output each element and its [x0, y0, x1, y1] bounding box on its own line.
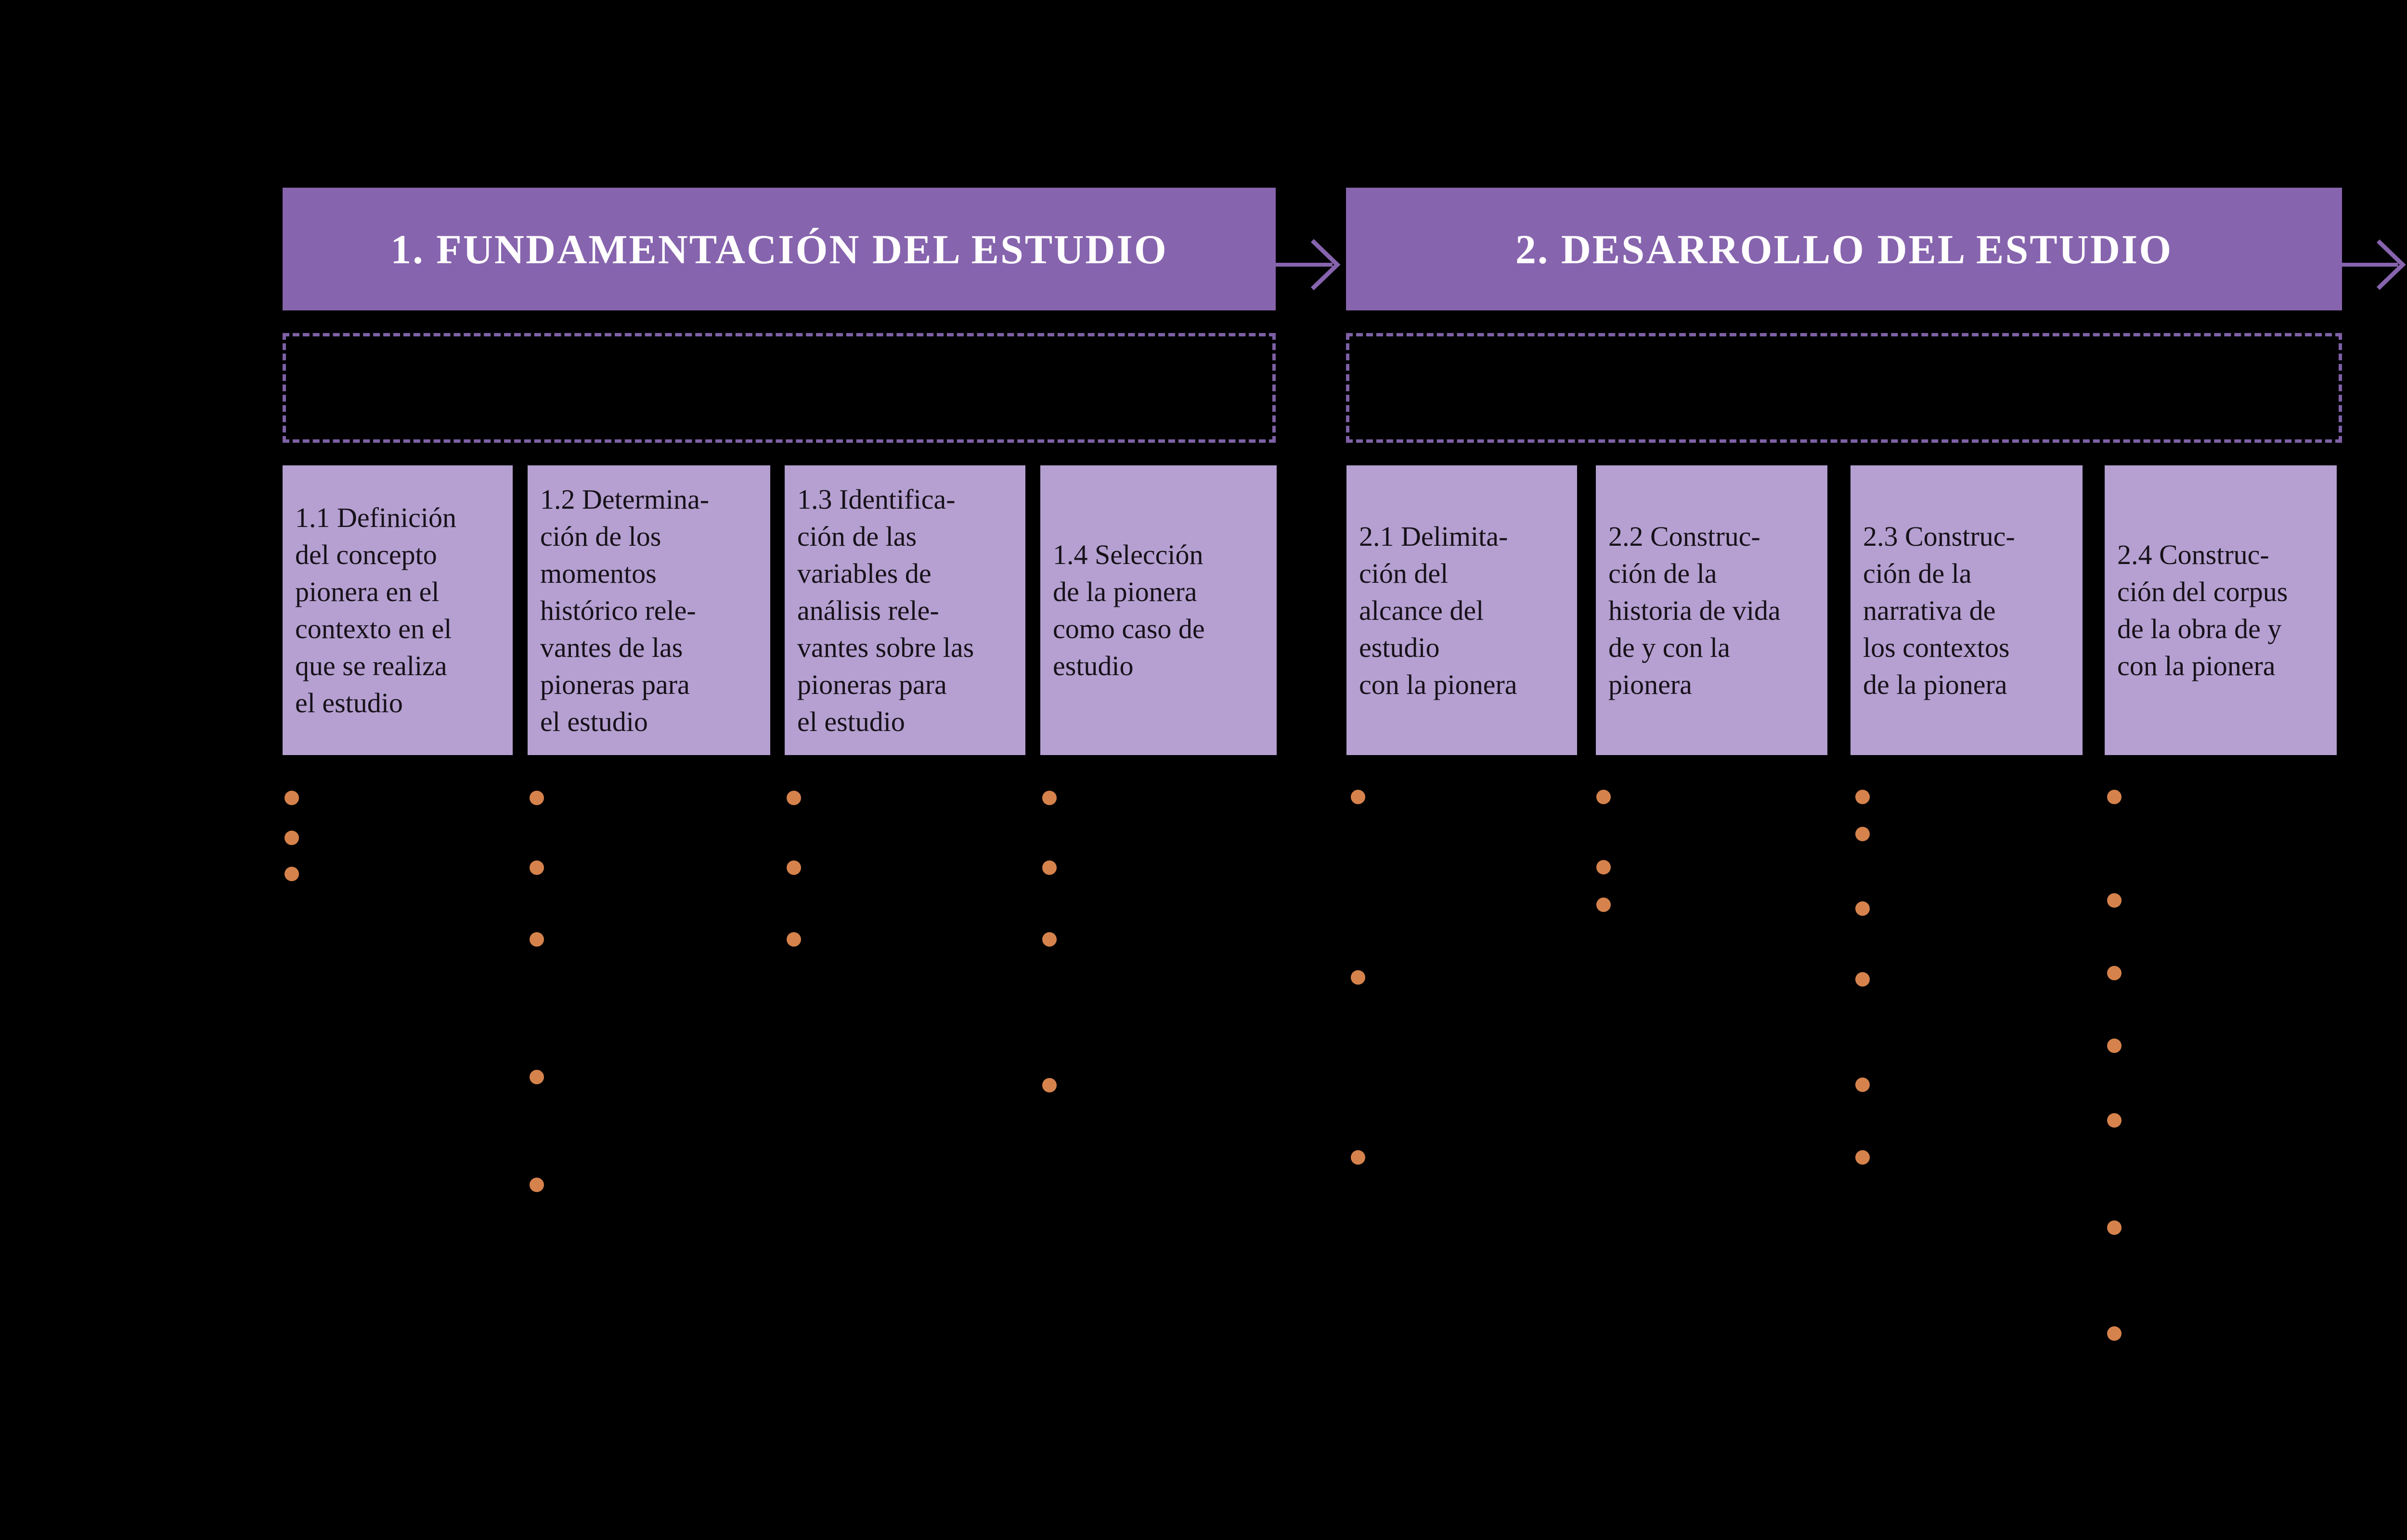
bullet-dot — [1042, 860, 1057, 875]
bullet-dot — [530, 932, 544, 947]
arrow-right-icon — [2342, 235, 2407, 295]
bullet-dot — [1042, 791, 1057, 805]
bullet-dot — [1855, 1150, 1870, 1165]
step-box-1-2: 1.2 Determina- ción de los momentos hist… — [528, 465, 770, 755]
step-label-2-2: 2.2 Construc- ción de la historia de vid… — [1608, 520, 1781, 700]
bullet-dot — [285, 867, 299, 881]
bullet-dot — [787, 791, 801, 805]
bullet-dot — [1351, 790, 1365, 804]
bullet-dot — [2107, 1220, 2122, 1235]
step-label-1-1: 1.1 Definición del concepto pionera en e… — [295, 502, 457, 719]
step-box-2-3: 2.3 Construc- ción de la narrativa de lo… — [1851, 465, 2083, 755]
step-label-1-4: 1.4 Selección de la pionera como caso de… — [1053, 539, 1205, 681]
dashed-placeholder-1 — [283, 333, 1276, 443]
bullet-dot — [2107, 1113, 2122, 1128]
phase-header-2: 2. DESARROLLO DEL ESTUDIO — [1346, 188, 2342, 310]
arrow-right-icon — [1276, 235, 1346, 295]
bullet-dot — [1855, 1078, 1870, 1092]
bullet-dot — [1855, 827, 1870, 841]
bullet-dot — [530, 791, 544, 805]
step-box-2-2: 2.2 Construc- ción de la historia de vid… — [1596, 465, 1827, 755]
step-label-2-4: 2.4 Construc- ción del corpus de la obra… — [2117, 539, 2288, 681]
step-label-2-1: 2.1 Delimita- ción del alcance del estud… — [1359, 520, 1517, 700]
bullet-dot — [1351, 970, 1365, 985]
step-label-1-3: 1.3 Identifica- ción de las variables de… — [797, 483, 974, 737]
bullet-dot — [1351, 1150, 1365, 1165]
bullet-dot — [1855, 790, 1870, 804]
step-box-2-1: 2.1 Delimita- ción del alcance del estud… — [1346, 465, 1577, 755]
bullet-dot — [1855, 901, 1870, 916]
phase-header-1: 1. FUNDAMENTACIÓN DEL ESTUDIO — [283, 188, 1276, 310]
bullet-dot — [787, 860, 801, 875]
bullet-dot — [2107, 790, 2122, 804]
bullet-dot — [787, 932, 801, 947]
bullet-dot — [1596, 898, 1611, 912]
bullet-dot — [285, 791, 299, 805]
bullet-dot — [1596, 790, 1611, 804]
bullet-dot — [2107, 1326, 2122, 1341]
bullet-dot — [1855, 972, 1870, 987]
bullet-dot — [1596, 860, 1611, 874]
bullet-dot — [530, 1178, 544, 1192]
bullet-dot — [2107, 893, 2122, 908]
step-label-1-2: 1.2 Determina- ción de los momentos hist… — [540, 483, 710, 737]
step-box-2-4: 2.4 Construc- ción del corpus de la obra… — [2105, 465, 2337, 755]
bullet-dot — [2107, 966, 2122, 980]
step-box-1-1: 1.1 Definición del concepto pionera en e… — [283, 465, 513, 755]
step-box-1-3: 1.3 Identifica- ción de las variables de… — [785, 465, 1025, 755]
bullet-dot — [1042, 932, 1057, 947]
dashed-placeholder-2 — [1346, 333, 2342, 443]
step-label-2-3: 2.3 Construc- ción de la narrativa de lo… — [1863, 520, 2015, 700]
bullet-dot — [530, 1070, 544, 1084]
bullet-dot — [285, 831, 299, 845]
step-box-1-4: 1.4 Selección de la pionera como caso de… — [1040, 465, 1277, 755]
bullet-dot — [2107, 1039, 2122, 1053]
bullet-dot — [1042, 1078, 1057, 1092]
bullet-dot — [530, 860, 544, 875]
